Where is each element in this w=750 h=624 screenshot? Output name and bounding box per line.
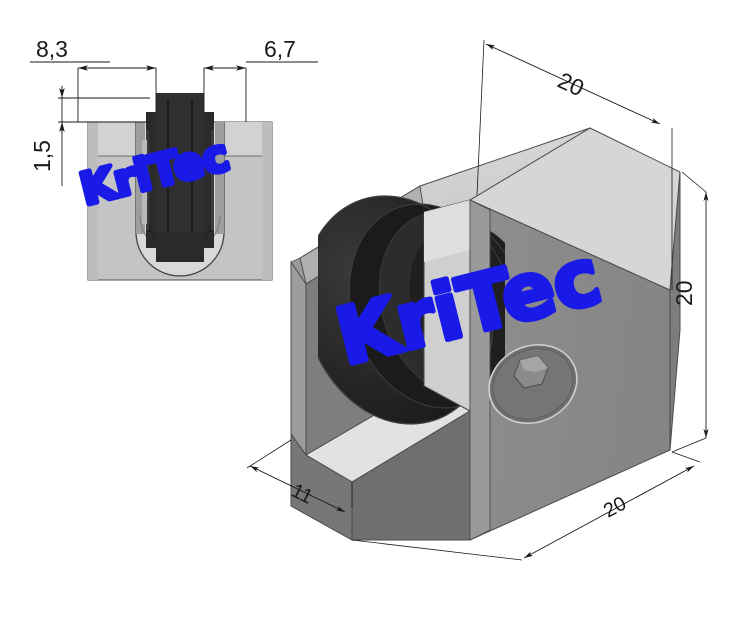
front-axle-gap	[142, 140, 147, 224]
front-section-view: 8,3 6,7 1,5 watermark-front-view KriTec	[29, 36, 318, 281]
iso-screw	[488, 343, 578, 425]
dim-8-3-label: 8,3	[36, 36, 68, 62]
dim-iso-right-height: 20	[671, 171, 709, 453]
dim-1-5-label: 1,5	[29, 140, 55, 172]
dim-6-7-label: 6,7	[264, 36, 296, 62]
dim-iso-right-label: 20	[671, 280, 697, 306]
dim-1-5: 1,5	[29, 86, 150, 186]
front-wheel	[146, 93, 214, 262]
dim-iso-top-label: 20	[554, 67, 588, 101]
iso-left-leg-edge	[290, 260, 307, 457]
dim-6-7: 6,7	[203, 36, 318, 122]
iso-slot-right-wall-hi	[424, 200, 470, 262]
iso-right-edge-face	[669, 171, 681, 451]
iso-front-column	[469, 199, 491, 541]
dim-8-3: 8,3	[30, 36, 157, 122]
isometric-view: 20 20 11 20 KriTec	[246, 39, 709, 561]
dim-iso-bottom-right-label: 20	[600, 493, 630, 523]
